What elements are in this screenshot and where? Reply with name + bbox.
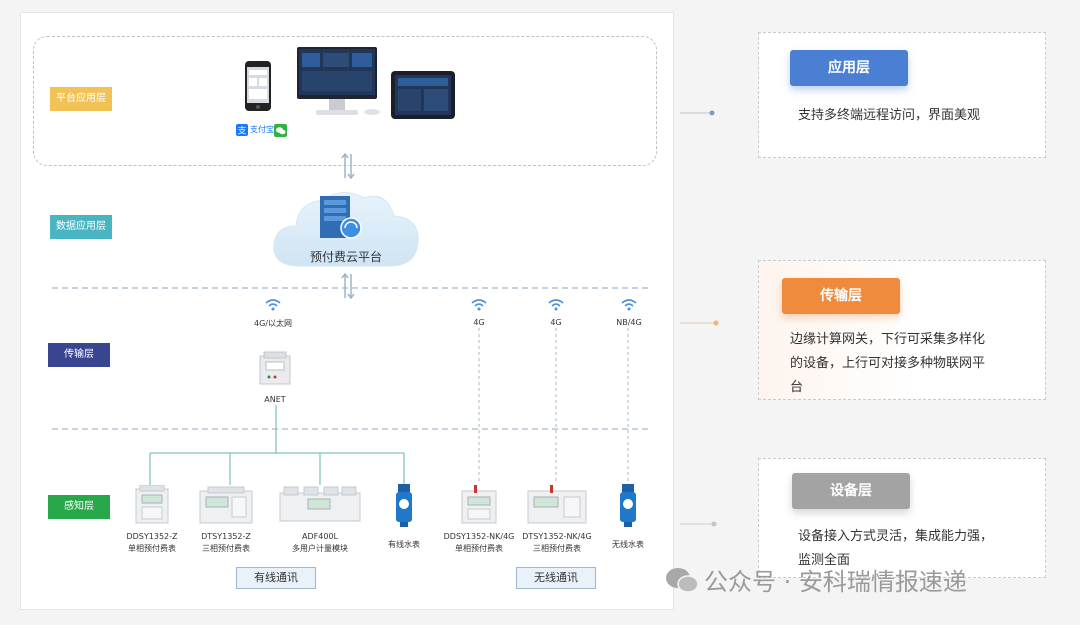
device-name: 单相预付费表 (455, 544, 503, 553)
layer-tag-data-app: 数据应用层 (50, 215, 112, 239)
device-name: 多用户计量模块 (292, 544, 348, 553)
wifi-icon (471, 299, 487, 311)
single-phase-meter-icon (135, 485, 169, 524)
separator-data-transport (52, 287, 648, 289)
wired-water-meter-icon (396, 484, 412, 527)
device-layer-title: 设备层 (792, 473, 910, 509)
wifi-icon (548, 299, 564, 311)
wechat-icon (274, 124, 287, 137)
gateway-device-icon (259, 351, 291, 385)
application-layer-desc: 支持多终端远程访问，界面美观 (798, 108, 981, 123)
device-desc-line: 监测全面 (798, 553, 851, 568)
arrow-platform-cloud-icon (341, 152, 355, 180)
wired-comm-label: 有线通讯 (236, 567, 316, 589)
device-model: DDSY1352-NK/4G (443, 532, 515, 541)
device-name: 单相预付费表 (128, 544, 176, 553)
wifi-icon (621, 299, 637, 311)
device-model: DTSY1352-NK/4G (522, 532, 592, 541)
device-model: ADF400L (302, 532, 338, 541)
cloud-platform-label: 预付费云平台 (309, 250, 382, 264)
mouse-icon (364, 109, 380, 115)
wireless-link-label: 4G (473, 318, 485, 327)
device-layer-desc: 设备接入方式灵活，集成能力强， 监测全面 (798, 525, 1040, 573)
gateway-label: ANET (264, 395, 286, 404)
transport-desc-line: 边缘计算网关，下行可采集多样化 (790, 332, 986, 347)
alipay-label: 支付宝 (250, 125, 274, 134)
arrow-cloud-transport-icon (341, 272, 355, 300)
device-desc-line: 设备接入方式灵活，集成能力强， (798, 529, 994, 544)
wireless-drop-lines (478, 328, 629, 483)
layer-tag-perception: 感知层 (48, 495, 110, 519)
card-connector-lines (680, 110, 719, 527)
desktop-monitor-icon (297, 47, 377, 115)
svg-text:支: 支 (237, 125, 246, 137)
tablet-icon (391, 71, 455, 119)
watermark-text: 公众号 · 安科瑞情报速递 (704, 568, 967, 596)
alipay-icon: 支 (236, 124, 248, 136)
application-layer-title: 应用层 (790, 50, 908, 86)
multi-user-metering-module-icon (279, 486, 361, 522)
server-icon (320, 196, 362, 239)
single-phase-4g-meter-icon (461, 485, 497, 524)
gateway-link-label: 4G/以太网 (254, 319, 292, 328)
transport-desc-line: 的设备，上行可对接多种物联网平 (790, 356, 986, 371)
wireless-comm-label: 无线通讯 (516, 567, 596, 589)
transport-layer-title: 传输层 (782, 278, 900, 314)
wireless-link-label: NB/4G (616, 318, 642, 327)
wireless-link-label: 4G (550, 318, 562, 327)
layer-tag-platform-app: 平台应用层 (50, 87, 112, 111)
three-phase-meter-icon (199, 486, 253, 524)
device-name: 三相预付费表 (533, 544, 581, 553)
separator-transport-perception (52, 428, 648, 430)
wifi-icon (265, 299, 281, 311)
wireless-water-meter-icon (620, 484, 636, 527)
device-model: DTSY1352-Z (201, 532, 251, 541)
smartphone-icon (245, 61, 271, 111)
three-phase-4g-meter-icon (527, 485, 587, 524)
device-name: 无线水表 (612, 540, 644, 549)
device-name: 有线水表 (388, 540, 420, 549)
device-model: DDSY1352-Z (126, 532, 178, 541)
wechat-watermark-icon (666, 568, 699, 593)
layer-tag-transport: 传输层 (48, 343, 110, 367)
transport-layer-desc: 边缘计算网关，下行可采集多样化 的设备，上行可对接多种物联网平 台 (790, 328, 1040, 400)
device-name: 三相预付费表 (202, 544, 250, 553)
wired-connection-lines (149, 405, 405, 485)
transport-desc-line: 台 (790, 380, 804, 395)
